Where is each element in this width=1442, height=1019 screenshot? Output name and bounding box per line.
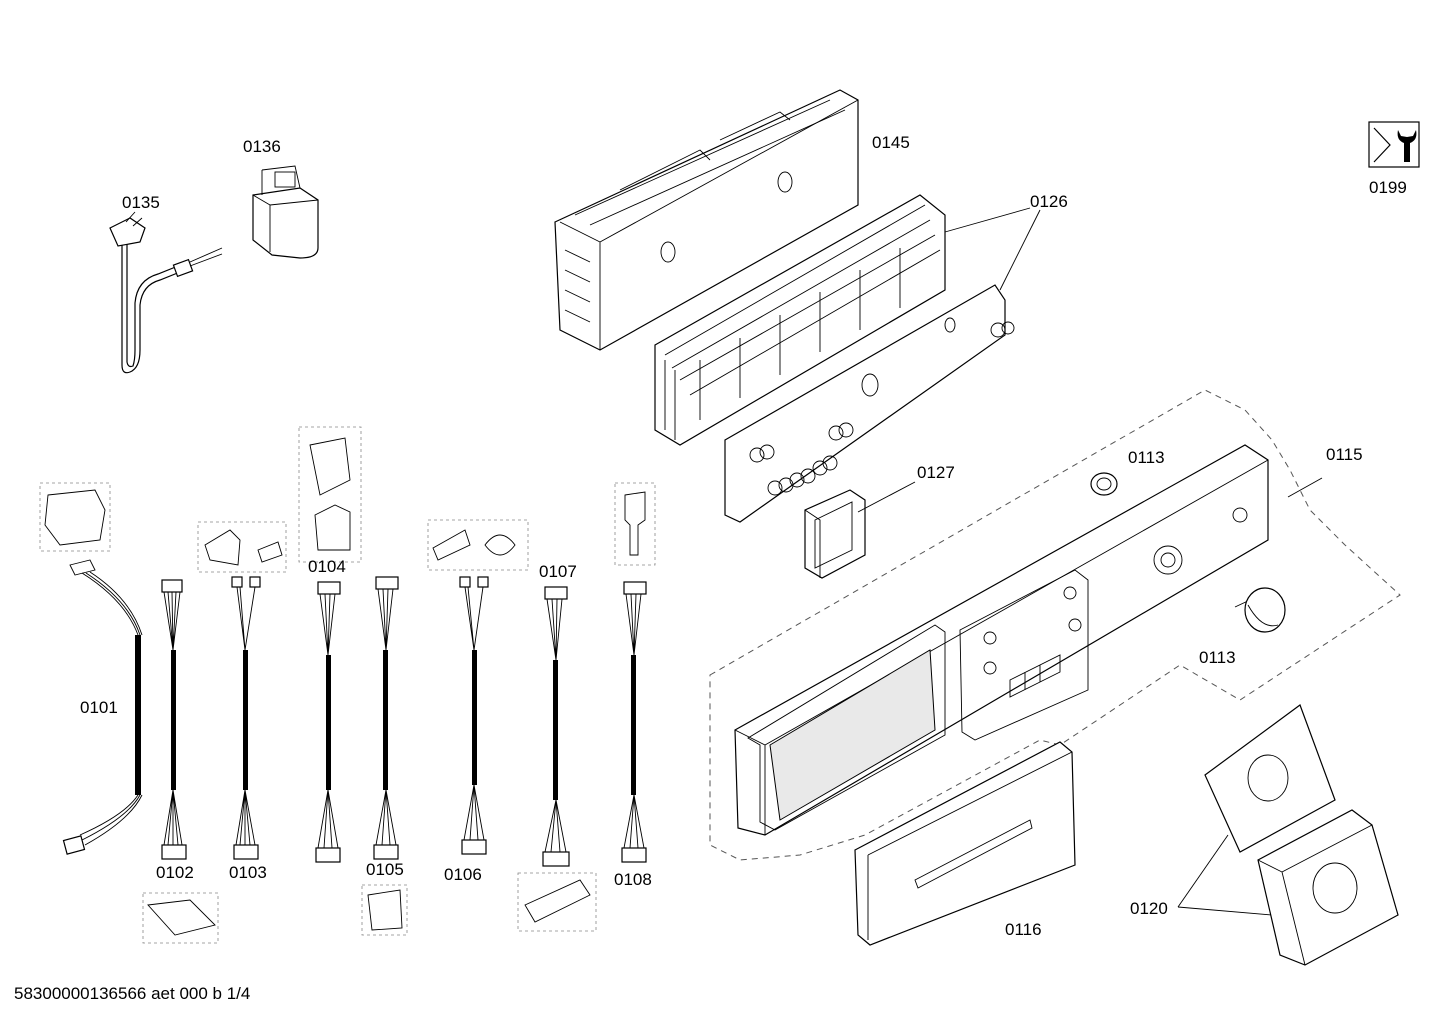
harness-0108 [621,581,647,863]
leader-lines [857,207,1273,916]
wiring-harnesses [62,559,647,867]
board-springs [749,321,1015,496]
harness-0107 [542,586,570,867]
harness-0101 [62,559,143,855]
front-panel [734,444,1269,836]
label-0102: 0102 [156,863,194,882]
label-0120: 0120 [1130,899,1168,918]
label-0145: 0145 [872,133,910,152]
power-cord [109,211,223,374]
circuit-board [724,284,1015,523]
label-0116: 0116 [1005,920,1042,939]
label-0106: 0106 [444,865,482,884]
label-0113-ring: 0113 [1128,448,1165,467]
program-knob-ring [1090,472,1118,496]
control-module [554,89,859,351]
label-0126: 0126 [1030,192,1068,211]
label-0136: 0136 [243,137,281,156]
label-0108: 0108 [614,870,652,889]
label-0199: 0199 [1369,178,1407,197]
label-0115: 0115 [1326,445,1363,464]
interference-suppressor [252,165,319,259]
label-0105: 0105 [366,860,404,879]
harness-0104 [315,581,341,863]
label-0104: 0104 [308,557,346,576]
cover-panels [1204,704,1399,966]
harness-0105 [373,576,399,860]
harness-0106 [459,576,489,855]
label-0101: 0101 [80,698,118,717]
label-0103: 0103 [229,863,267,882]
panel-carrier [654,194,946,446]
document-id: 58300000136566 aet 000 b 1/4 [14,984,250,1003]
part-thumbnails [39,426,656,944]
assembly-outline [709,389,1401,861]
label-0127: 0127 [917,463,955,482]
display-module [804,489,866,579]
harness-0102 [161,579,187,860]
drawer-handle [854,741,1076,946]
program-knob [1234,587,1286,633]
label-0107: 0107 [539,562,577,581]
part-labels: 0136 0135 0145 0126 0199 0127 0113 0115 … [80,133,1407,939]
harness-0103 [231,576,261,860]
wrench-service-icon [1368,121,1420,168]
label-0135: 0135 [122,193,160,212]
label-0113-knob: 0113 [1199,648,1236,667]
